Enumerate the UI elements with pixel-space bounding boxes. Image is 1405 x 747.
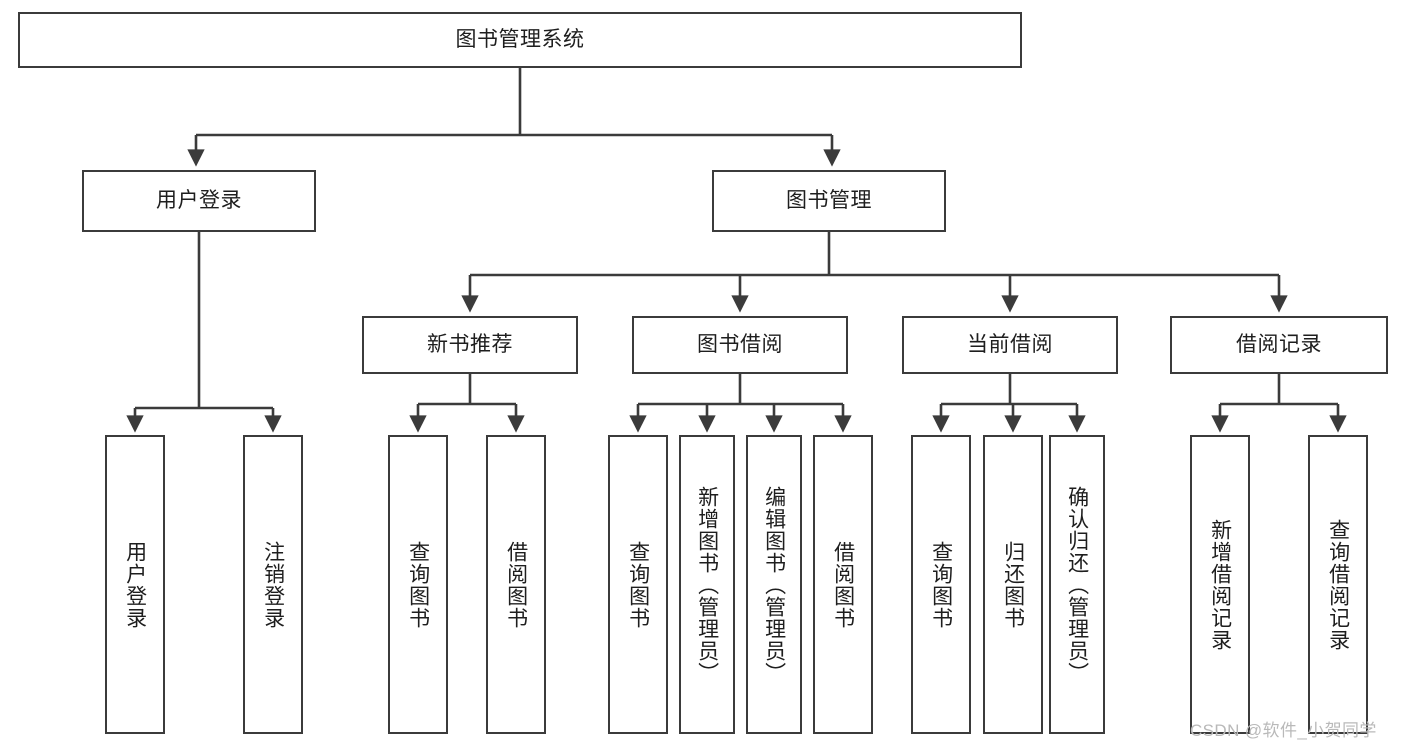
node-new-book-recommend-label: 新书推荐 bbox=[427, 333, 513, 357]
node-borrow-record[interactable]: 借阅记录 bbox=[1170, 316, 1388, 374]
node-leaf-query-book-3-label: 查询图书 bbox=[929, 540, 953, 629]
node-root[interactable]: 图书管理系统 bbox=[18, 12, 1022, 68]
node-leaf-edit-book[interactable]: 编辑图书（管理员） bbox=[746, 435, 802, 734]
node-leaf-confirm-return-label: 确认归还（管理员） bbox=[1065, 485, 1089, 684]
node-leaf-borrow-book-1[interactable]: 借阅图书 bbox=[486, 435, 546, 734]
node-leaf-borrow-book-2-label: 借阅图书 bbox=[831, 540, 855, 629]
edge-group-new-book-recommend bbox=[409, 374, 525, 433]
node-leaf-return-book[interactable]: 归还图书 bbox=[983, 435, 1043, 734]
node-leaf-query-record[interactable]: 查询借阅记录 bbox=[1308, 435, 1368, 734]
csdn-watermark: CSDN @软件_小贺同学 bbox=[1190, 721, 1377, 740]
node-leaf-confirm-return[interactable]: 确认归还（管理员） bbox=[1049, 435, 1105, 734]
node-leaf-add-record-label: 新增借阅记录 bbox=[1208, 518, 1232, 651]
node-leaf-add-record[interactable]: 新增借阅记录 bbox=[1190, 435, 1250, 734]
node-leaf-edit-book-label: 编辑图书（管理员） bbox=[762, 485, 786, 684]
node-leaf-query-book-2-label: 查询图书 bbox=[626, 540, 650, 629]
edge-group-root bbox=[187, 68, 841, 167]
node-root-label: 图书管理系统 bbox=[455, 28, 585, 52]
node-leaf-query-book-1[interactable]: 查询图书 bbox=[388, 435, 448, 734]
node-leaf-return-book-label: 归还图书 bbox=[1001, 540, 1025, 629]
node-leaf-user-login[interactable]: 用户登录 bbox=[105, 435, 165, 734]
node-leaf-logout-label: 注销登录 bbox=[261, 540, 285, 629]
node-leaf-query-book-1-label: 查询图书 bbox=[406, 540, 430, 629]
node-book-manage[interactable]: 图书管理 bbox=[712, 170, 946, 232]
edge-group-user-login bbox=[126, 232, 282, 433]
node-leaf-logout[interactable]: 注销登录 bbox=[243, 435, 303, 734]
node-leaf-user-login-label: 用户登录 bbox=[123, 540, 147, 629]
edge-group-book-manage bbox=[461, 232, 1288, 313]
node-user-login[interactable]: 用户登录 bbox=[82, 170, 316, 232]
node-current-borrow-label: 当前借阅 bbox=[967, 333, 1053, 357]
node-leaf-borrow-book-2[interactable]: 借阅图书 bbox=[813, 435, 873, 734]
node-borrow-record-label: 借阅记录 bbox=[1236, 333, 1322, 357]
edge-group-current-borrow bbox=[932, 374, 1086, 433]
node-book-manage-label: 图书管理 bbox=[786, 189, 872, 213]
node-new-book-recommend[interactable]: 新书推荐 bbox=[362, 316, 578, 374]
edge-group-borrow-record bbox=[1211, 374, 1347, 433]
node-user-login-label: 用户登录 bbox=[156, 189, 242, 213]
edge-group-book-borrow bbox=[629, 374, 852, 433]
node-book-borrow-label: 图书借阅 bbox=[697, 333, 783, 357]
node-leaf-add-book-label: 新增图书（管理员） bbox=[695, 485, 719, 684]
node-current-borrow[interactable]: 当前借阅 bbox=[902, 316, 1118, 374]
node-leaf-add-book[interactable]: 新增图书（管理员） bbox=[679, 435, 735, 734]
node-leaf-query-record-label: 查询借阅记录 bbox=[1326, 518, 1350, 651]
node-leaf-borrow-book-1-label: 借阅图书 bbox=[504, 540, 528, 629]
node-leaf-query-book-2[interactable]: 查询图书 bbox=[608, 435, 668, 734]
node-book-borrow[interactable]: 图书借阅 bbox=[632, 316, 848, 374]
node-leaf-query-book-3[interactable]: 查询图书 bbox=[911, 435, 971, 734]
